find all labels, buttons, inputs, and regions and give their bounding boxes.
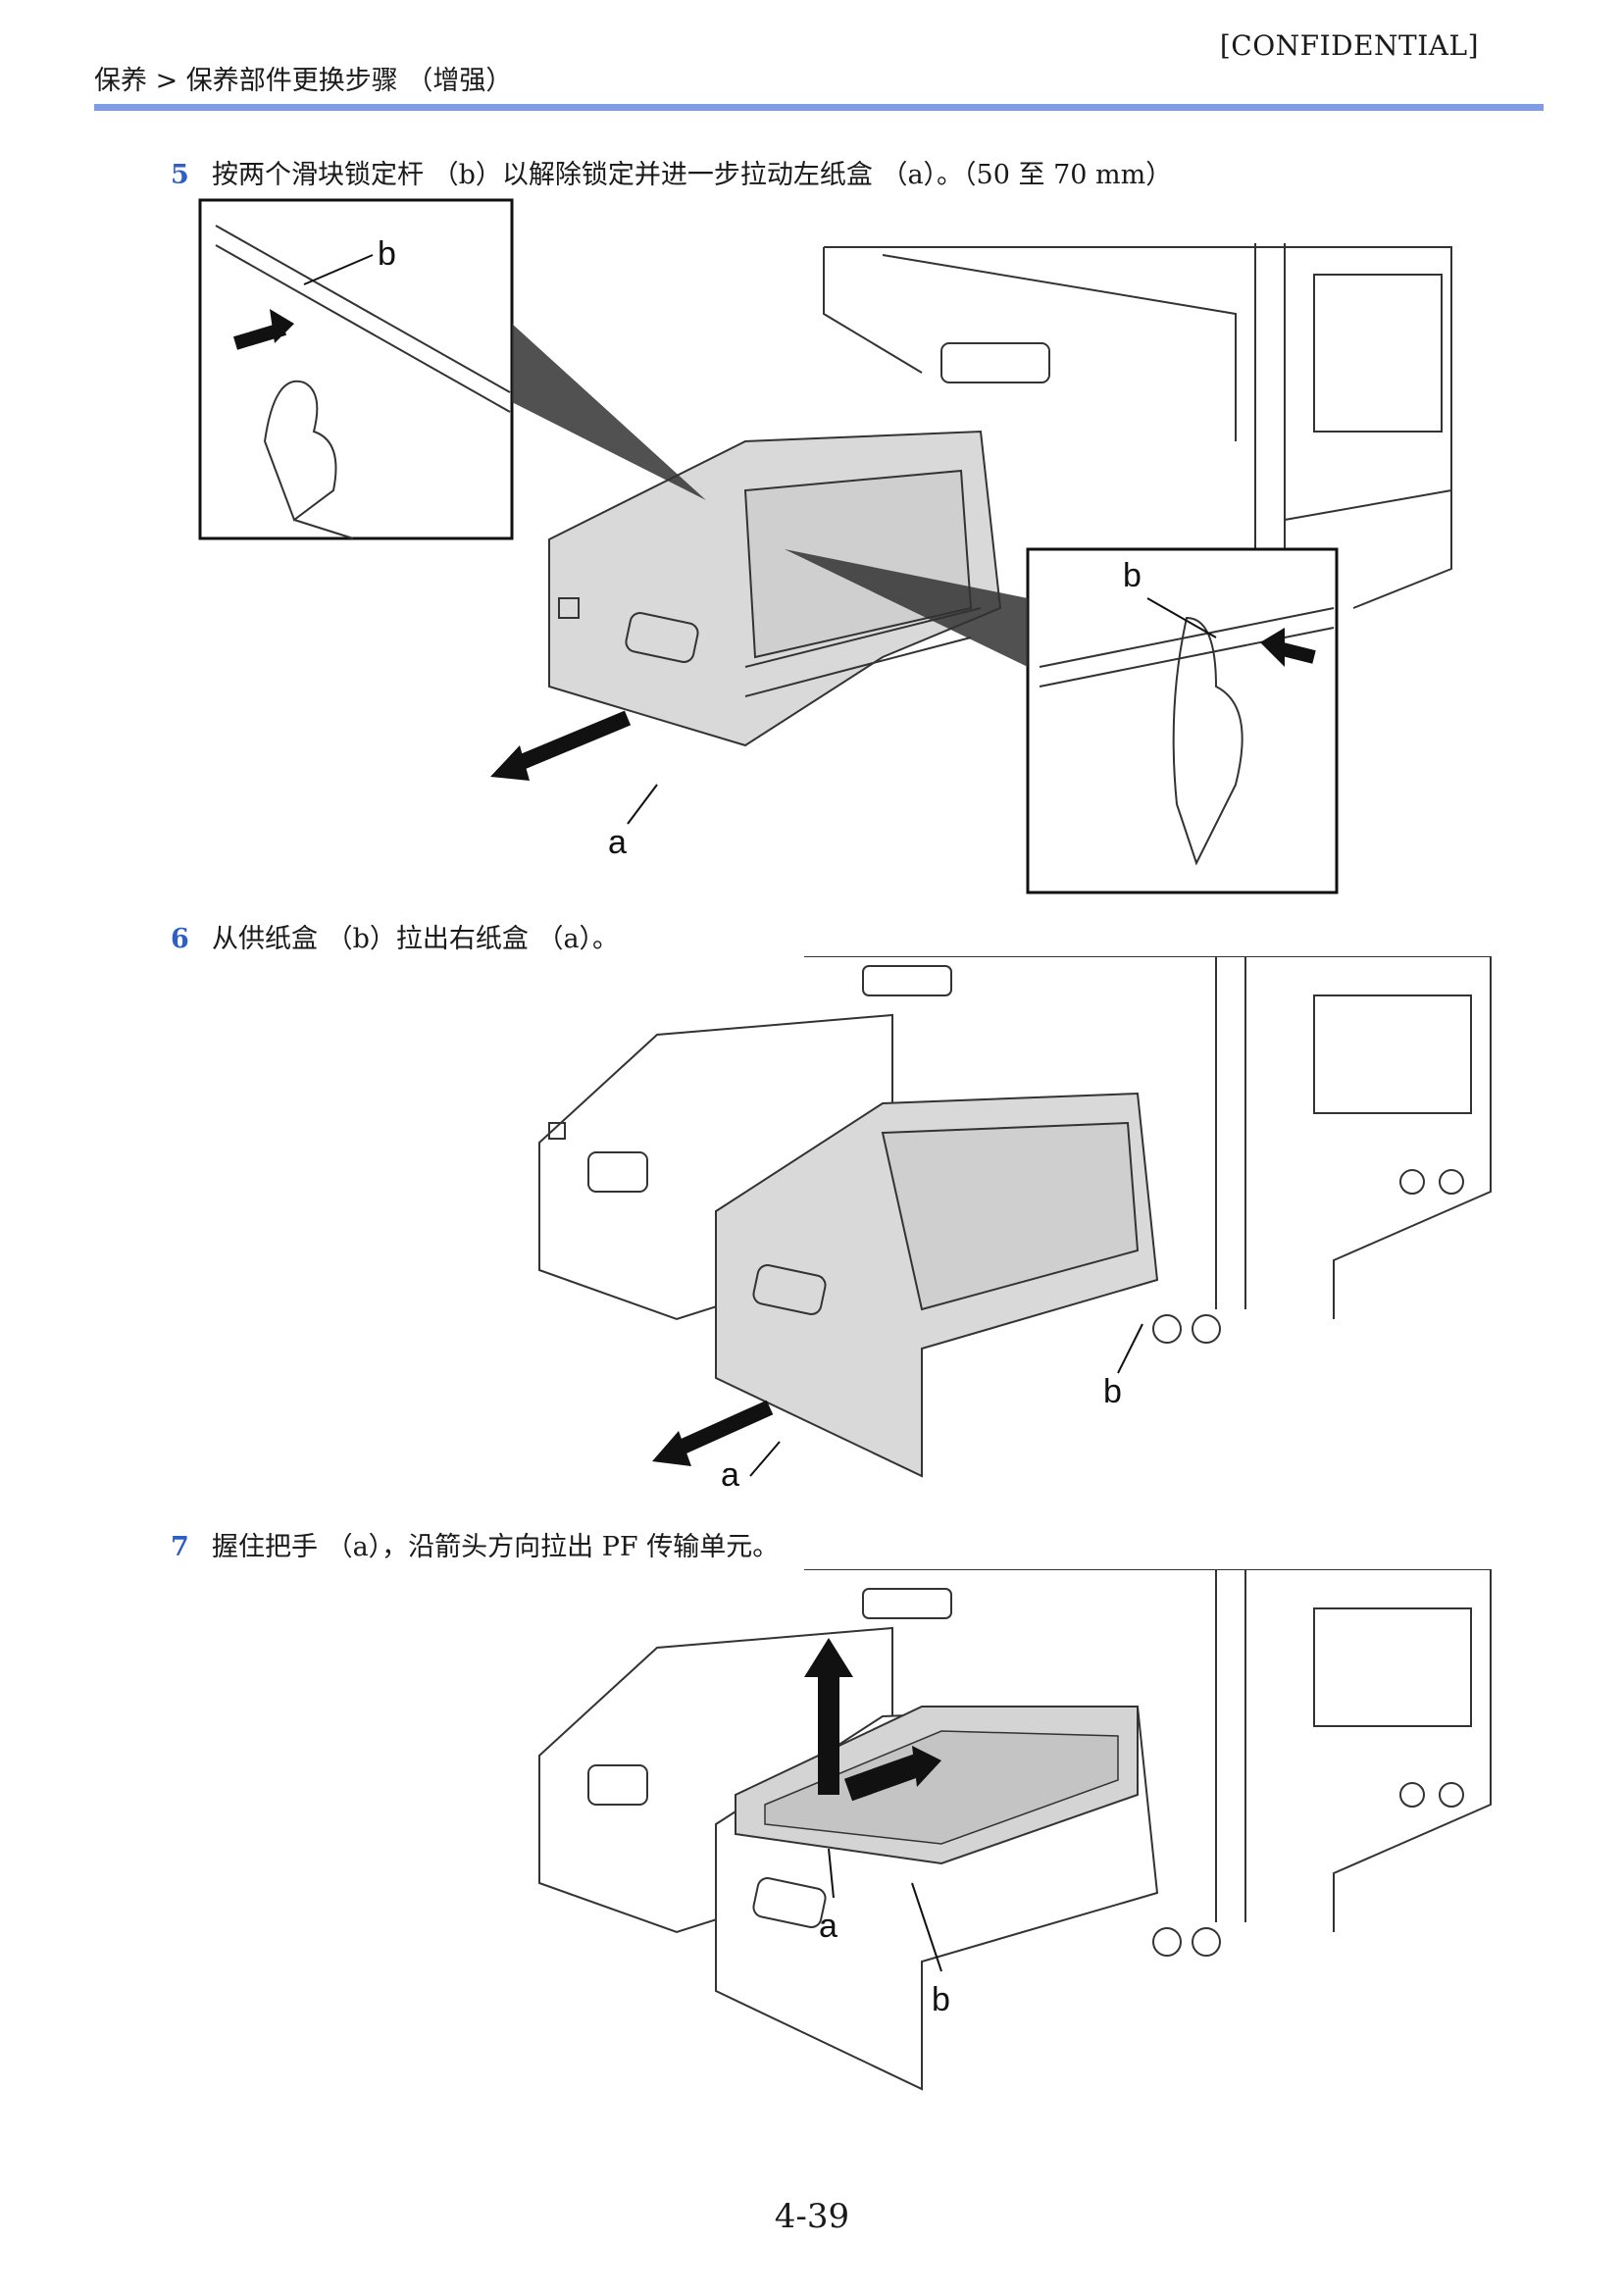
header-divider: [94, 104, 1544, 111]
step-6: 6 从供纸盒 （b）拉出右纸盒 （a）。: [171, 917, 619, 955]
step-5-label-b-detail-right: b: [1123, 557, 1142, 594]
step-6-label-a: a: [721, 1456, 739, 1494]
step-6-text: 从供纸盒 （b）拉出右纸盒 （a）。: [212, 924, 620, 954]
step-7-label-a: a: [819, 1908, 837, 1945]
step-7-label-b: b: [932, 1981, 950, 2018]
step-7-text: 握住把手 （a），沿箭头方向拉出 PF 传输单元。: [212, 1532, 780, 1562]
page-number: 4-39: [774, 2197, 850, 2236]
step-6-label-b: b: [1103, 1373, 1122, 1410]
step-5-number: 5: [171, 160, 189, 190]
step-5-label-a: a: [608, 824, 627, 861]
step-5-text: 按两个滑块锁定杆 （b）以解除锁定并进一步拉动左纸盒 （a）。（50 至 70 …: [212, 160, 1173, 190]
step-6-illustration: a b: [530, 956, 1510, 1505]
step-7: 7 握住把手 （a），沿箭头方向拉出 PF 传输单元。: [171, 1525, 779, 1563]
breadcrumb: 保养 > 保养部件更换步骤 （增强）: [94, 66, 513, 96]
step-5-label-b-detail-left: b: [378, 235, 396, 273]
step-6-number: 6: [171, 924, 189, 954]
confidential-mark: [CONFIDENTIAL]: [1219, 29, 1479, 62]
step-5-illustration: a b b b: [196, 196, 1471, 897]
step-7-number: 7: [171, 1532, 189, 1562]
step-7-illustration: a b: [530, 1569, 1510, 2118]
step-5: 5 按两个滑块锁定杆 （b）以解除锁定并进一步拉动左纸盒 （a）。（50 至 70…: [171, 153, 1172, 191]
